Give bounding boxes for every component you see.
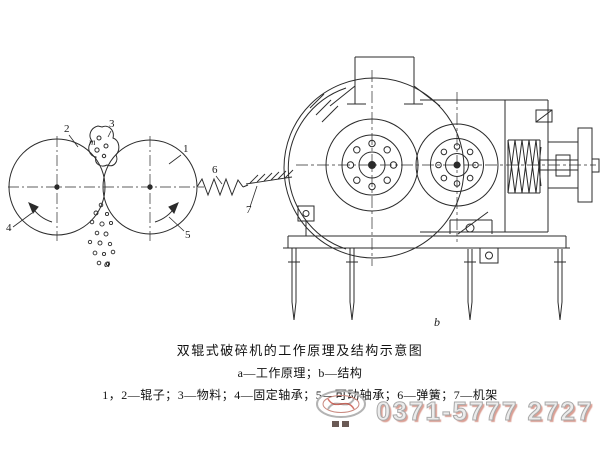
machine-body [420,99,553,233]
crusher-diagram: 2 3 1 4 5 6 7 m a [6,56,600,329]
rotation-arrow-right [154,202,179,223]
watermark-phone: 0371-5777 2727 [375,395,594,426]
compression-spring [196,177,249,197]
falling-particles [87,202,116,267]
anchor-bolt-3 [464,249,476,321]
callout-5-label: 5 [185,229,191,241]
anchor-bolt-4 [554,249,566,321]
anchor-bolt-2 [346,248,358,321]
callout-2-label: 2 [64,123,70,135]
rotation-arrow-left [28,202,53,223]
callout-7-label: 7 [246,204,252,216]
material-lump [88,125,120,167]
bearing-bracket-left [297,205,315,236]
under-base-fitting [479,247,499,264]
frame-rail [548,127,600,203]
figure-caption: 双辊式破碎机的工作原理及结构示意图 a—工作原理；b—结构 1，2—辊子；3—物… [0,340,600,403]
fixed-support-hatch [245,169,294,185]
roller-front [325,118,419,212]
callout-6-label: 6 [212,164,218,176]
callout-4-label: 4 [6,222,12,234]
anchor-bolt-1 [288,248,300,321]
machine-base [283,235,570,249]
roller-rear [415,123,499,207]
spring-assembly [507,139,578,194]
callout-3-label: 3 [109,118,115,130]
leader-lines-a [12,130,258,232]
structure-diagram: b [283,56,600,329]
caption-title: 双辊式破碎机的工作原理及结构示意图 [176,343,424,358]
part-a-label: a [104,256,110,270]
brand-logo-icon [316,390,366,427]
material-m-label: m [89,137,96,147]
watermark: 0371-5777 2727 [314,388,593,434]
center-lines [8,136,204,241]
part-b-label: b [434,315,440,329]
crusher-housing [283,77,465,259]
callout-1-label: 1 [183,143,189,155]
caption-subtitle: a—工作原理；b—结构 [237,366,363,380]
feed-hopper [329,56,441,107]
roller-1 [8,138,106,236]
working-principle-diagram: 2 3 1 4 5 6 7 m a [6,118,294,270]
caption-legend: 1，2—辊子；3—物料；4—固定轴承；5—可动轴承；6—弹簧；7—机架 [102,388,498,402]
toggle-bracket [449,211,493,235]
